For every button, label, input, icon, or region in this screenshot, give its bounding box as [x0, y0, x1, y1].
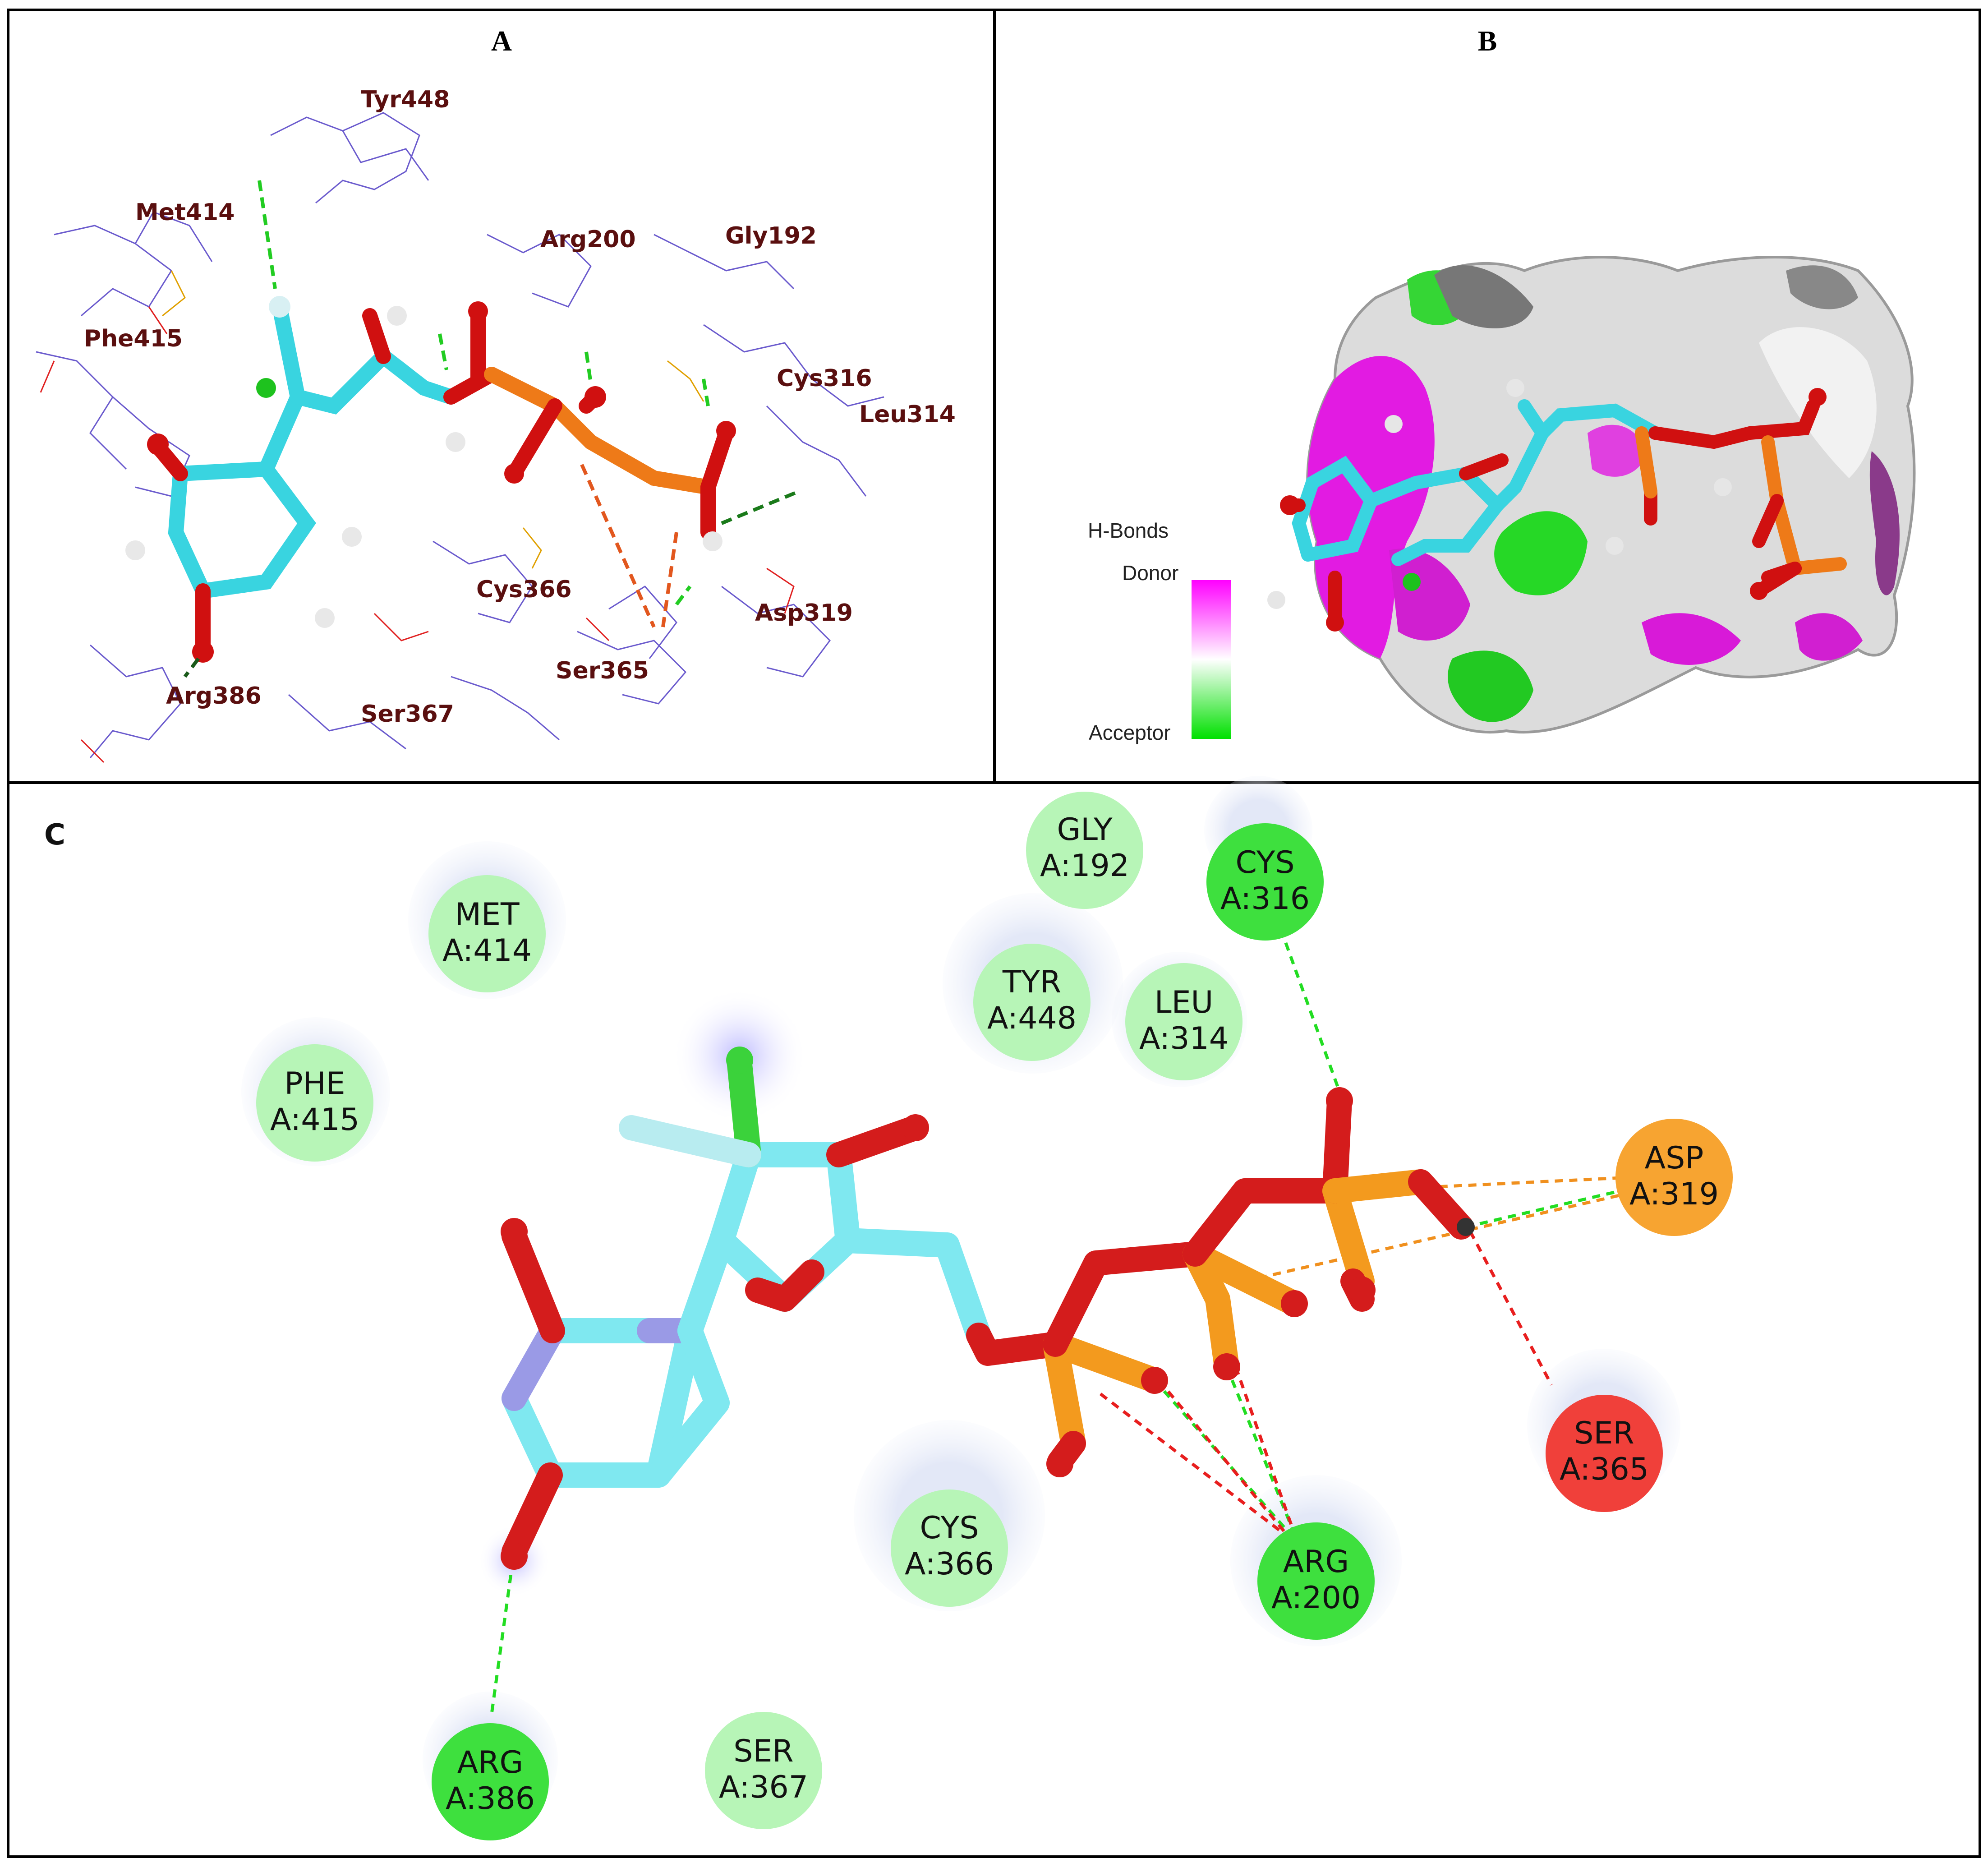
residue-chain: A:367	[719, 1770, 808, 1805]
residue-name: GLY	[1057, 812, 1113, 848]
residue-tyr448: TYR A:448	[973, 944, 1091, 1061]
residue-cys316: CYS A:316	[1206, 823, 1324, 941]
residue-chain: A:365	[1560, 1452, 1649, 1487]
residue-chain: A:200	[1271, 1580, 1361, 1616]
panel-c: C	[44, 776, 1733, 1840]
legend-title: H-Bonds	[1088, 519, 1169, 542]
legend-color-bar	[1192, 580, 1231, 739]
residue-chain: A:386	[446, 1781, 535, 1817]
residue-leu314: LEU A:314	[1125, 963, 1242, 1080]
residue-name: MET	[455, 897, 520, 932]
residue-name: SER	[733, 1734, 793, 1769]
panel-a-residue-wireframe	[36, 112, 884, 758]
residue-discs: GLY A:192 CYS A:316 MET A:414 TYR A:448 …	[256, 792, 1733, 1840]
panel-borders	[7, 9, 1981, 1858]
residue-asp319: ASP A:319	[1615, 1119, 1733, 1236]
residue-name: PHE	[284, 1066, 345, 1102]
panel-a-label: A	[491, 25, 512, 57]
residue-gly192: GLY A:192	[1026, 792, 1143, 909]
residue-name: ARG	[1283, 1544, 1349, 1580]
panel-a-interaction-lines	[183, 180, 799, 678]
panel-a-residue-accents	[40, 270, 795, 763]
residue-label-ser365: Ser365	[556, 657, 649, 684]
panel-a: A	[36, 25, 956, 763]
binding-surface	[1306, 256, 1916, 734]
residue-name: SER	[1574, 1416, 1634, 1451]
residue-name: ASP	[1645, 1140, 1704, 1176]
residue-arg200: ARG A:200	[1257, 1522, 1375, 1640]
residue-label-phe415: Phe415	[84, 325, 183, 352]
residue-label-arg386: Arg386	[166, 682, 262, 710]
residue-chain: A:414	[442, 933, 532, 968]
residue-arg386: ARG A:386	[432, 1723, 549, 1840]
ligand-2d	[502, 1052, 1474, 1564]
residue-label-met414: Met414	[135, 199, 235, 226]
panel-a-residue-labels: Tyr448 Met414 Arg200 Gly192 Phe415 Cys31…	[84, 86, 956, 728]
residue-name: CYS	[1236, 845, 1295, 881]
residue-chain: A:314	[1139, 1021, 1229, 1056]
residue-chain: A:448	[987, 1001, 1077, 1036]
residue-ser367: SER A:367	[705, 1712, 822, 1829]
residue-label-gly192: Gly192	[725, 222, 817, 249]
ligand-atom-caps	[501, 1047, 1475, 1570]
residue-label-ser367: Ser367	[361, 701, 454, 728]
residue-label-arg200: Arg200	[540, 226, 636, 253]
residue-label-tyr448: Tyr448	[361, 86, 450, 113]
residue-name: ARG	[457, 1745, 523, 1780]
residue-cys366: CYS A:366	[891, 1489, 1008, 1607]
residue-label-asp319: Asp319	[755, 599, 853, 627]
residue-ser365: SER A:365	[1546, 1395, 1663, 1512]
residue-name: CYS	[920, 1510, 979, 1546]
residue-chain: A:366	[905, 1546, 994, 1582]
panel-b-label: B	[1478, 25, 1497, 57]
residue-chain: A:192	[1040, 848, 1129, 884]
residue-phe415: PHE A:415	[256, 1044, 373, 1162]
legend-donor-label: Donor	[1122, 561, 1178, 585]
residue-chain: A:319	[1629, 1176, 1719, 1212]
panel-b-atoms	[1267, 379, 1827, 632]
hbond-legend: H-Bonds Donor Acceptor	[1088, 519, 1231, 744]
residue-met414: MET A:414	[428, 875, 546, 992]
residue-chain: A:316	[1220, 881, 1310, 917]
legend-acceptor-label: Acceptor	[1089, 721, 1171, 744]
residue-name: TYR	[1002, 964, 1061, 1000]
residue-chain: A:415	[270, 1102, 359, 1138]
residue-label-cys316: Cys316	[777, 365, 872, 392]
panel-b: B	[1088, 25, 1916, 744]
residue-label-cys366: Cys366	[476, 576, 572, 603]
panel-c-label: C	[44, 818, 65, 852]
residue-name: LEU	[1155, 985, 1214, 1020]
panel-a-atoms	[125, 296, 736, 663]
residue-label-leu314: Leu314	[859, 401, 956, 428]
